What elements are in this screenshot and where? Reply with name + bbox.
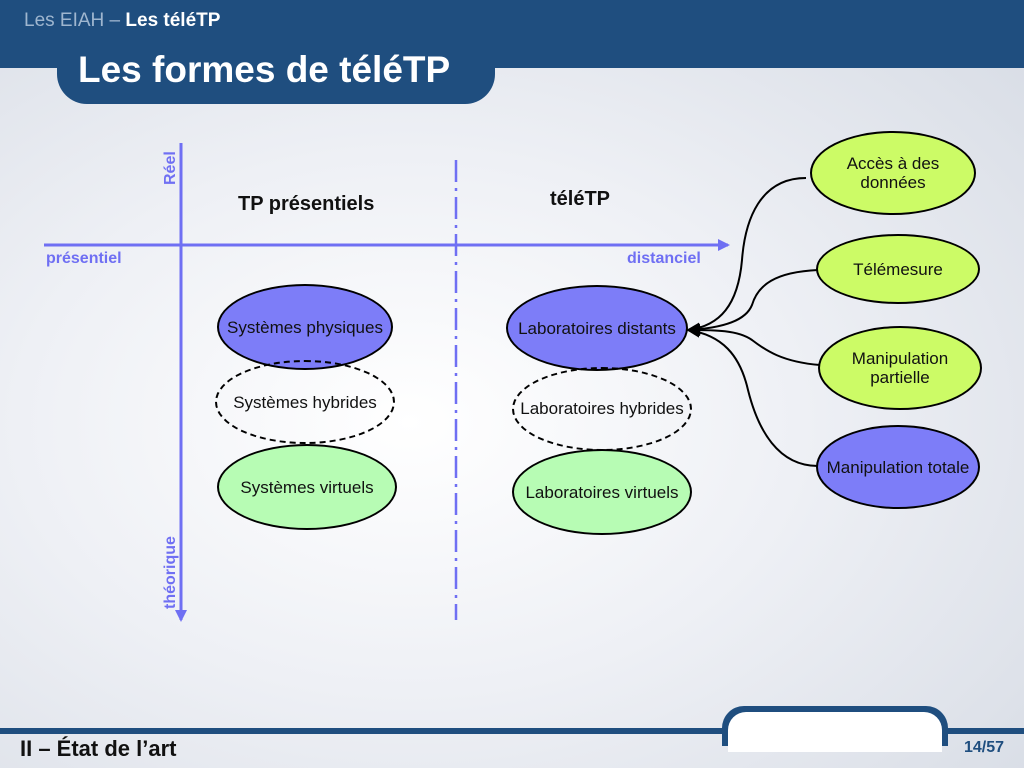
node-systemes-virtuels: Systèmes virtuels <box>217 444 397 530</box>
node-label: Laboratoires hybrides <box>520 399 684 418</box>
footer-section: II – État de l’art <box>20 736 177 761</box>
node-label: Systèmes hybrides <box>233 392 377 412</box>
page-number: 14/57 <box>964 739 1005 756</box>
node-systemes-hybrides: Systèmes hybrides <box>215 360 395 444</box>
breadcrumb: Les EIAH – Les téléTP <box>24 10 220 32</box>
connector-manip-totale <box>686 325 819 467</box>
axis-label-reel: Réel <box>162 151 179 185</box>
node-manipulation-partielle: Manipulation partielle <box>818 326 982 410</box>
node-label: Systèmes virtuels <box>240 477 374 497</box>
axis-label-distanciel: distanciel <box>627 250 701 267</box>
node-laboratoires-virtuels: Laboratoires virtuels <box>512 449 692 535</box>
node-label: Manipulation partielle <box>851 349 949 387</box>
node-label: Systèmes physiques <box>227 317 383 337</box>
connector-acces <box>686 177 807 335</box>
breadcrumb-topic: Les téléTP <box>125 10 221 31</box>
footer-line <box>0 728 1024 734</box>
node-label: Laboratoires distants <box>518 318 676 338</box>
heading-teletp: téléTP <box>550 188 611 210</box>
heading-tp-presentiels: TP présentiels <box>238 193 375 215</box>
slide-title: Les formes de téléTP <box>78 49 451 90</box>
footer-tab-inner <box>728 712 942 752</box>
node-manipulation-totale: Manipulation totale <box>816 425 980 509</box>
node-laboratoires-distants: Laboratoires distants <box>506 285 688 371</box>
node-label: Laboratoires virtuels <box>525 482 679 502</box>
node-label: Accès à des données <box>846 154 940 192</box>
node-label: Télémesure <box>853 259 943 279</box>
breadcrumb-section: Les EIAH – <box>24 10 121 31</box>
connector-manip-partielle <box>686 324 821 366</box>
node-telemesure: Télémesure <box>816 234 980 304</box>
axis-label-theorique: théorique <box>162 536 179 609</box>
node-label: Manipulation totale <box>826 457 970 477</box>
title-tab <box>57 40 495 104</box>
connector-telemesure <box>686 269 819 336</box>
axis-label-presentiel: présentiel <box>46 250 122 267</box>
node-laboratoires-hybrides: Laboratoires hybrides <box>512 367 692 451</box>
node-systemes-physiques: Systèmes physiques <box>217 284 393 370</box>
node-acces-donnees: Accès à des données <box>810 131 976 215</box>
